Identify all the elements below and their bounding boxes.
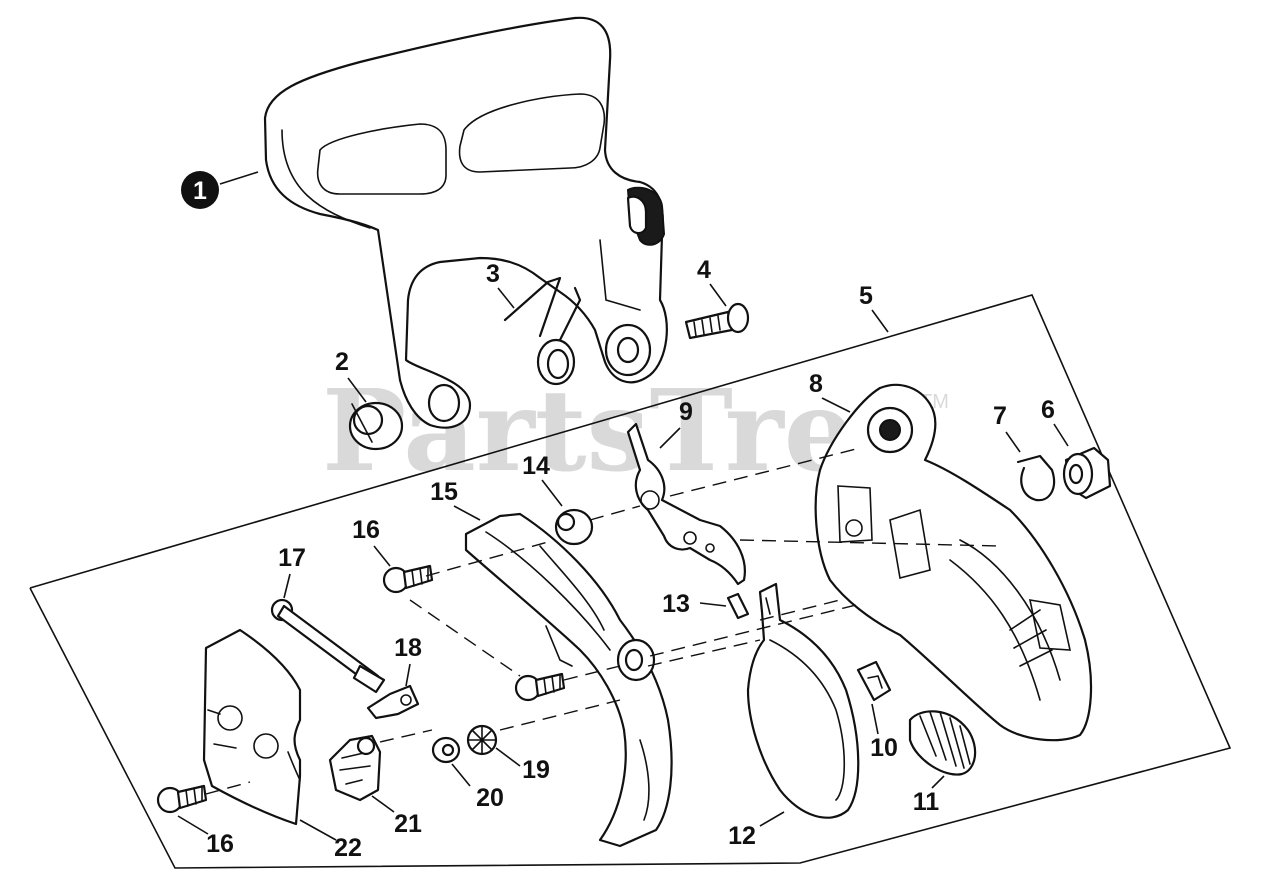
part-11-spring[interactable] <box>908 710 977 776</box>
callout-7: 7 <box>993 402 1021 453</box>
callout-6: 6 <box>1041 396 1069 447</box>
part-1-hand-guard[interactable] <box>263 16 668 429</box>
callout-5: 5 <box>859 282 889 333</box>
svg-text:6: 6 <box>1041 396 1055 424</box>
part-22-guide-plate[interactable] <box>202 628 302 826</box>
callout-12: 12 <box>728 811 785 850</box>
part-16-screw-mid[interactable] <box>514 672 566 702</box>
part-9-lever[interactable] <box>626 422 746 586</box>
part-16-screw-upper[interactable] <box>382 564 434 594</box>
callout-1: 1 <box>181 171 259 209</box>
part-13-pin[interactable] <box>726 592 750 620</box>
part-8-clutch-cover[interactable] <box>814 383 1093 742</box>
part-7-clip[interactable] <box>1016 454 1056 502</box>
callout-21: 21 <box>371 795 422 838</box>
svg-text:18: 18 <box>394 634 422 662</box>
svg-text:22: 22 <box>334 834 362 862</box>
part-20-washer[interactable] <box>431 736 461 764</box>
part-21-adjuster[interactable] <box>328 734 382 802</box>
part-15-brake-lever[interactable] <box>464 512 673 848</box>
callout-4: 4 <box>697 256 727 307</box>
svg-text:14: 14 <box>522 452 550 480</box>
svg-text:8: 8 <box>809 370 823 398</box>
part-17-adjusting-screw[interactable] <box>270 598 386 694</box>
callout-8: 8 <box>809 370 851 413</box>
callout-14: 14 <box>522 452 563 507</box>
part-19-gear[interactable] <box>466 724 498 756</box>
callout-9: 9 <box>659 398 693 449</box>
svg-text:5: 5 <box>859 282 873 310</box>
callout-15: 15 <box>430 478 481 521</box>
part-16-screw-lower[interactable] <box>156 784 208 814</box>
svg-text:11: 11 <box>913 788 940 816</box>
svg-text:16: 16 <box>352 516 380 544</box>
callout-11: 11 <box>913 775 945 816</box>
part-4-shoulder-screw[interactable] <box>684 302 750 340</box>
callout-20: 20 <box>451 763 504 812</box>
callout-17: 17 <box>278 544 306 599</box>
part-3-spring[interactable] <box>503 276 582 386</box>
svg-text:21: 21 <box>394 810 422 838</box>
svg-text:13: 13 <box>662 590 690 618</box>
callout-10: 10 <box>870 703 898 762</box>
svg-text:1: 1 <box>193 177 207 205</box>
svg-text:15: 15 <box>430 478 458 506</box>
svg-text:16: 16 <box>206 830 234 858</box>
part-10-block[interactable] <box>856 660 892 702</box>
svg-text:10: 10 <box>870 734 898 762</box>
callout-13: 13 <box>662 590 727 618</box>
callout-3: 3 <box>486 260 515 309</box>
alignment-lines <box>205 447 1001 795</box>
svg-text:17: 17 <box>278 544 306 572</box>
svg-text:9: 9 <box>679 398 693 426</box>
callout-18: 18 <box>394 634 422 687</box>
callout-19: 19 <box>495 747 550 784</box>
svg-text:20: 20 <box>476 784 504 812</box>
part-2-bushing[interactable] <box>348 401 404 451</box>
callout-16-upper: 16 <box>352 516 391 567</box>
callout-16-lower: 16 <box>177 815 234 858</box>
svg-text:19: 19 <box>522 756 550 784</box>
part-14-collar[interactable] <box>554 508 594 546</box>
svg-text:3: 3 <box>486 260 500 288</box>
callout-2: 2 <box>335 348 367 403</box>
callout-22: 22 <box>299 819 362 862</box>
part-12-brake-band[interactable] <box>746 582 860 819</box>
svg-text:4: 4 <box>697 256 711 284</box>
assembly-frame <box>29 294 1232 869</box>
part-6-nut[interactable] <box>1062 446 1112 500</box>
part-18-tensioner-pin[interactable] <box>366 684 420 720</box>
svg-text:2: 2 <box>335 348 349 376</box>
svg-text:12: 12 <box>728 822 756 850</box>
svg-text:7: 7 <box>993 402 1007 430</box>
